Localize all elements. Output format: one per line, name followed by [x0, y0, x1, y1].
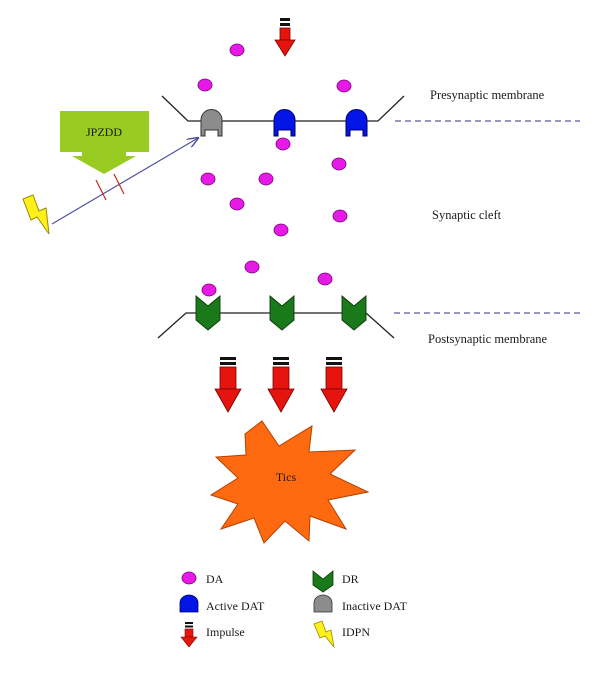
legend-da-label: DA	[206, 572, 224, 586]
synaptic-cleft-label: Synaptic cleft	[432, 208, 502, 222]
legend-inactive-dat-icon	[313, 594, 333, 613]
da-molecule	[332, 209, 348, 223]
legend-da-icon	[181, 571, 197, 585]
tics-label: Tics	[276, 470, 297, 484]
da-molecule	[336, 79, 352, 93]
jpzdd-drug-box: JPZDD	[60, 111, 149, 174]
dr-receptor-icon	[341, 295, 367, 331]
impulse-arrow	[267, 357, 295, 413]
legend-idpn-label: IDPN	[342, 625, 370, 639]
da-molecule	[273, 223, 289, 237]
da-molecule	[317, 272, 333, 286]
legend-dr-label: DR	[342, 572, 359, 586]
da-molecule	[201, 283, 217, 297]
postsynaptic-label: Postsynaptic membrane	[428, 332, 548, 346]
active-dat-icon	[273, 109, 296, 137]
da-molecule	[331, 157, 347, 171]
dopamine-molecules	[197, 43, 352, 297]
legend-idpn-icon	[313, 620, 335, 649]
legend-active-dat-icon	[179, 594, 199, 613]
impulse-arrow	[320, 357, 348, 413]
jpzdd-label: JPZDD	[86, 125, 122, 139]
da-molecule	[229, 43, 245, 57]
legend-impulse-icon	[180, 622, 198, 648]
da-molecule	[197, 78, 213, 92]
dr-receptor-icon	[195, 295, 221, 331]
impulse-arrow	[214, 357, 242, 413]
dr-receptor-icon	[269, 295, 295, 331]
legend: DA DR Active DAT Inactive DAT Impulse ID…	[179, 570, 408, 649]
legend-inactive-dat-label: Inactive DAT	[342, 599, 408, 613]
block-mark	[95, 179, 107, 201]
legend-active-dat-label: Active DAT	[206, 599, 265, 613]
idpn-lightning-icon	[22, 194, 50, 235]
block-mark	[113, 173, 125, 195]
impulse-arrow-top	[274, 18, 296, 57]
da-molecule	[244, 260, 260, 274]
presynaptic-label: Presynaptic membrane	[430, 88, 545, 102]
inactive-dat-icon	[200, 109, 223, 137]
da-molecule	[229, 197, 245, 211]
active-dat-icon	[345, 109, 368, 137]
da-molecule	[258, 172, 274, 186]
tics-starburst-icon	[209, 420, 370, 544]
legend-impulse-label: Impulse	[206, 625, 245, 639]
legend-dr-icon	[312, 570, 334, 593]
da-molecule	[200, 172, 216, 186]
idpn-action-arrow	[51, 138, 198, 225]
da-molecule	[275, 137, 291, 151]
